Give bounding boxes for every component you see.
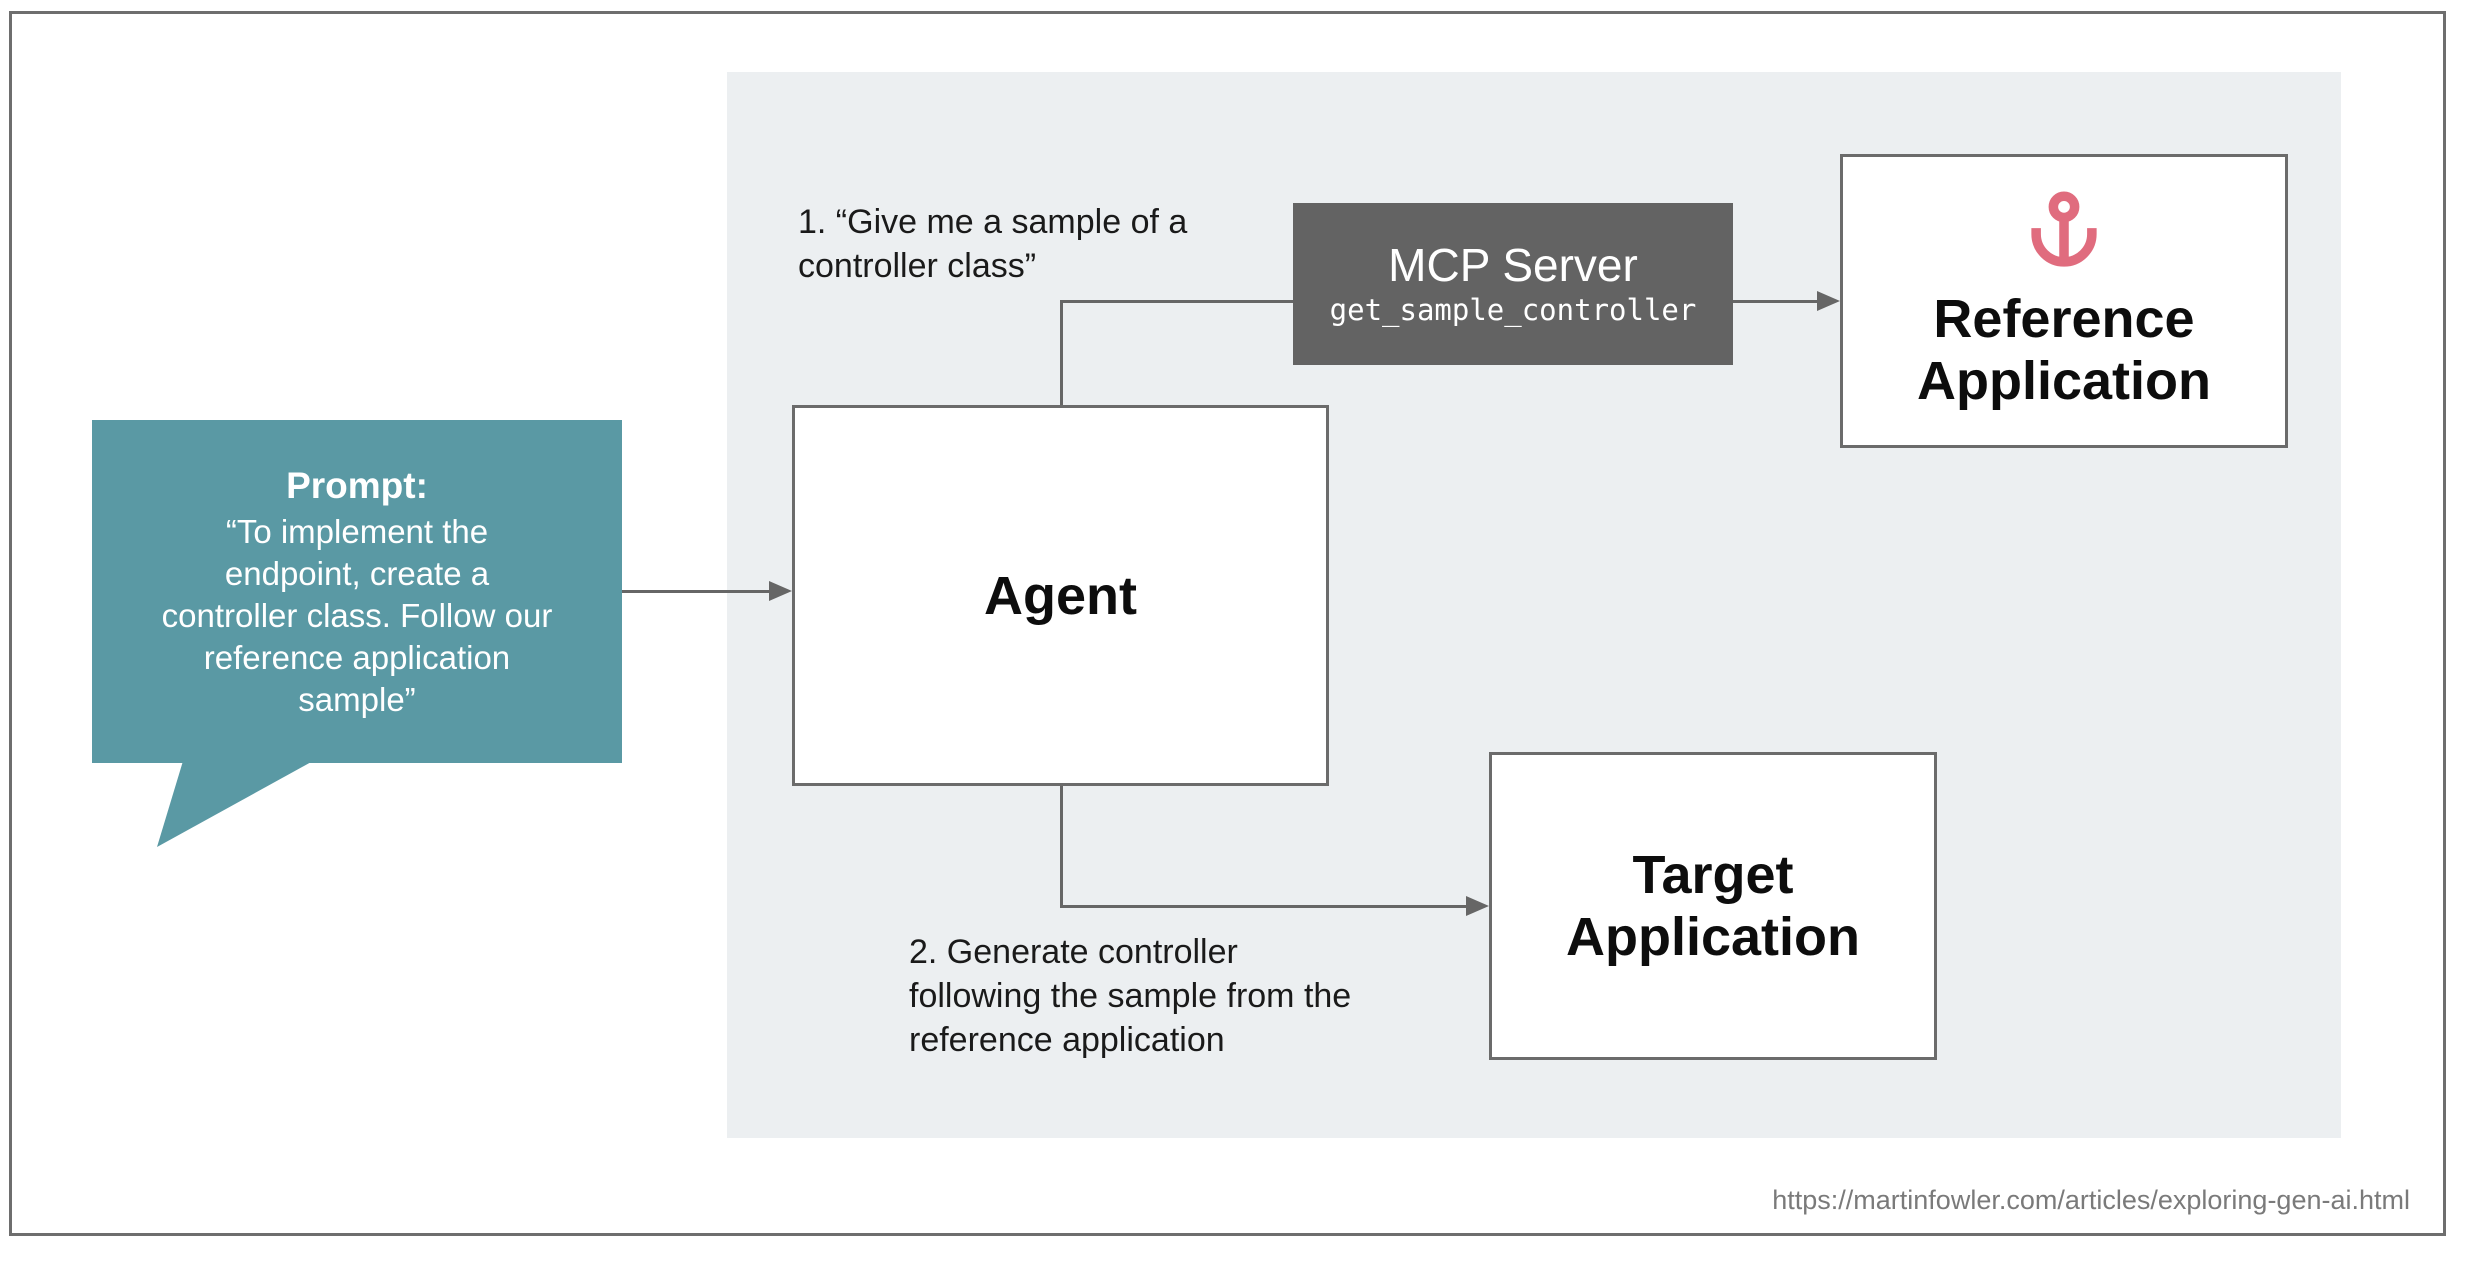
prompt-speech-bubble: Prompt: “To implement the endpoint, crea… — [92, 420, 622, 763]
mcp-server-tool-name: get_sample_controller — [1329, 293, 1697, 327]
connector-agent-to-mcp-vertical — [1060, 300, 1063, 406]
prompt-title: Prompt: — [286, 464, 428, 506]
arrowhead-prompt-to-agent — [769, 581, 792, 601]
arrowhead-mcp-to-reference — [1817, 291, 1840, 311]
target-application-label: Target Application — [1566, 845, 1860, 967]
annotation-step1: 1. “Give me a sample of a controller cla… — [798, 203, 1188, 285]
agent-label: Agent — [984, 565, 1137, 626]
source-url-text: https://martinfowler.com/articles/explor… — [1772, 1185, 2410, 1215]
annotation-step2: 2. Generate controller following the sam… — [909, 933, 1352, 1059]
reference-application-label: Reference Application — [1917, 289, 2211, 411]
prompt-body: “To implement the endpoint, create a con… — [161, 512, 553, 718]
anchor-icon — [2020, 190, 2108, 278]
agent-node: Agent — [792, 405, 1329, 786]
mcp-server-node: MCP Server get_sample_controller — [1293, 203, 1733, 365]
connector-agent-to-target-vertical — [1060, 786, 1063, 908]
connector-mcp-to-reference — [1733, 300, 1819, 303]
connector-agent-to-mcp-horizontal — [1060, 300, 1294, 303]
reference-application-node: Reference Application — [1840, 154, 2288, 448]
connector-agent-to-target-horizontal — [1060, 905, 1467, 908]
mcp-server-title: MCP Server — [1388, 239, 1638, 291]
target-application-node: Target Application — [1489, 752, 1937, 1060]
connector-prompt-to-agent — [622, 590, 772, 593]
arrowhead-agent-to-target — [1466, 896, 1489, 916]
